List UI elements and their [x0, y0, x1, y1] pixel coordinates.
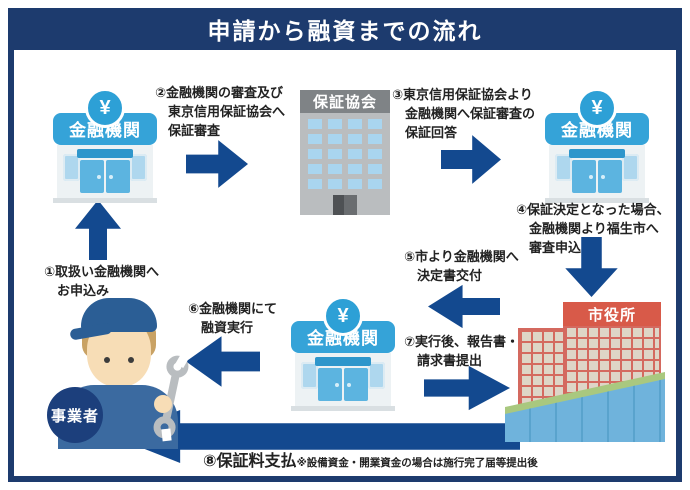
worker-eye	[128, 357, 134, 363]
worker-hand	[154, 395, 172, 413]
door-handle-icon	[335, 383, 339, 387]
door-handle-icon	[589, 175, 593, 179]
step8-sub-note: ※設備資金・開業資金の場合は施行完了届等提出後	[296, 457, 538, 469]
door-handle-icon	[347, 383, 351, 387]
bank-building-center: ¥ 金融機関	[291, 296, 395, 411]
yen-icon: ¥	[323, 296, 363, 336]
office-door	[333, 195, 357, 215]
step7-text: ⑦実行後、報告書・ 請求書提出	[404, 334, 520, 368]
business-owner-badge: 事業者	[47, 387, 103, 443]
step4-text: ④保証決定となった場合、 金融機関より福生市へ 審査申込	[516, 202, 670, 255]
step3-text: ③東京信用保証協会より 金融機関へ保証審査の 保証回答	[392, 87, 536, 140]
step8-text: ⑧保証料支払※設備資金・開業資金の場合は施行完了届等提出後	[203, 447, 538, 471]
bank-base	[545, 198, 649, 203]
guarantee-association-label: 保証協会	[300, 90, 390, 113]
bank-window-icon	[130, 154, 147, 181]
step8-main-text: ⑧保証料支払	[203, 453, 297, 470]
bank-storefront	[549, 145, 645, 198]
bank-awning	[77, 149, 133, 158]
bank-window-icon	[622, 154, 639, 181]
door-handle-icon	[601, 175, 605, 179]
page-title: 申請から融資までの流れ	[207, 18, 483, 44]
bank-storefront	[295, 353, 391, 406]
door-handle-icon	[97, 175, 101, 179]
worker-eye	[104, 357, 110, 363]
bank-building-top-right: ¥ 金融機関	[545, 88, 649, 203]
bank-window-icon	[301, 362, 318, 389]
bank-base	[53, 198, 157, 203]
bank-awning	[569, 149, 625, 158]
yen-icon: ¥	[85, 88, 125, 128]
bank-window-icon	[63, 154, 80, 181]
cityhall-label: 市役所	[563, 302, 661, 326]
yen-icon: ¥	[577, 88, 617, 128]
door-handle-icon	[109, 175, 113, 179]
step2-text: ②金融機関の審査及び 東京信用保証協会へ 保証審査	[155, 85, 286, 138]
guarantee-association-building: 保証協会	[300, 90, 390, 215]
step6-text: ⑥金融機関にて 融資実行	[188, 301, 278, 335]
title-bar: 申請から融資までの流れ	[8, 8, 682, 50]
office-windows	[308, 119, 382, 191]
bank-window-icon	[555, 154, 572, 181]
bank-building-top-left: ¥ 金融機関	[53, 88, 157, 203]
step1-text: ①取扱い金融機関へ お申込み	[44, 264, 160, 298]
cityhall-building: 市役所	[505, 300, 665, 442]
bank-awning	[315, 357, 371, 366]
office-body	[300, 113, 390, 215]
step5-text: ⑤市より金融機関へ 決定書交付	[404, 249, 519, 283]
cityhall-tower-left	[518, 328, 566, 410]
bank-window-icon	[368, 362, 385, 389]
bank-base	[291, 406, 395, 411]
bank-storefront	[57, 145, 153, 198]
